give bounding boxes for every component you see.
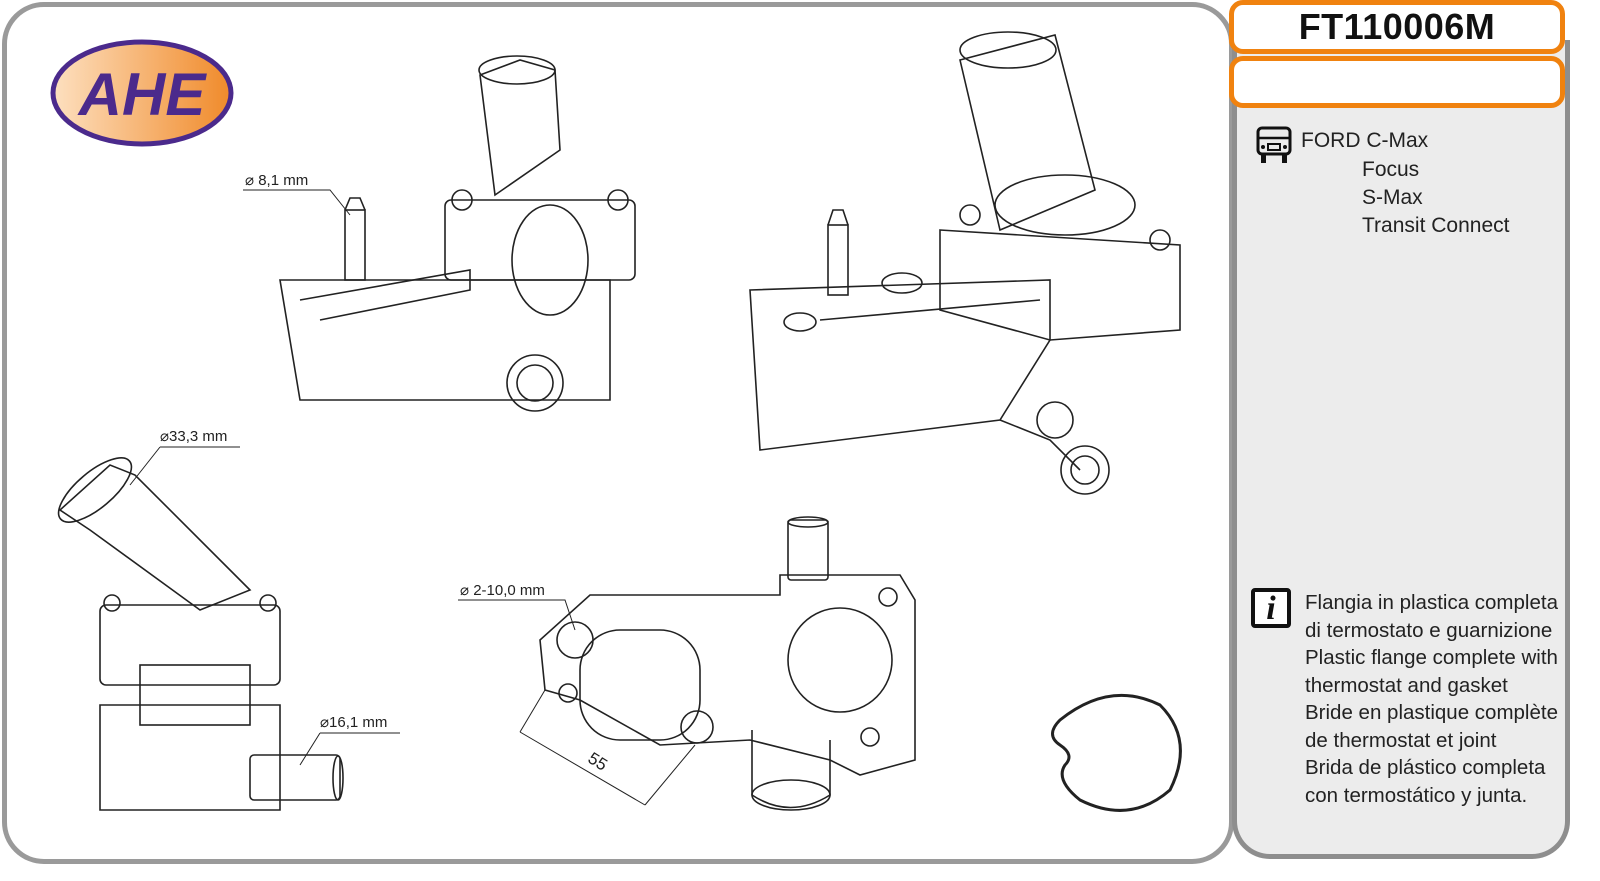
thermostat-front-view	[57, 457, 344, 811]
technical-drawings: AHE	[50, 31, 1182, 812]
dimension-label: ⌀ 2-10,0 mm	[460, 582, 545, 599]
dimension-label: ⌀ 8,1 mm	[245, 172, 309, 189]
vehicle-make: FORD C-Max	[1301, 129, 1429, 152]
description-line: Flangia in plastica completa	[1305, 591, 1558, 614]
thermostat-side-view	[279, 55, 636, 412]
vehicle-models: Focus S-Max Transit Connect	[1362, 156, 1509, 240]
vehicle-model: S-Max	[1362, 186, 1423, 209]
description-line: Bride en plastique complète	[1305, 701, 1558, 724]
gasket	[1051, 693, 1182, 812]
thermostat-isometric-view	[749, 31, 1181, 495]
svg-text:AHE: AHE	[77, 61, 208, 128]
description-line: thermostat and gasket	[1305, 673, 1508, 697]
thermostat-bottom-view	[519, 516, 916, 811]
description-line: Plastic flange complete with	[1305, 646, 1558, 669]
vehicle-model: Transit Connect	[1362, 214, 1510, 237]
info-icon: i	[1251, 588, 1291, 628]
description-line: con termostático y junta.	[1305, 783, 1528, 807]
secondary-code-box	[1229, 56, 1565, 108]
vehicle-model: Focus	[1362, 158, 1420, 181]
ahe-logo: AHE	[50, 39, 234, 147]
part-code: FT110006M	[1298, 6, 1496, 47]
truck-front-icon	[1256, 126, 1292, 163]
description-line: de thermostat et joint	[1305, 728, 1497, 752]
dimension-label: ⌀33,3 mm	[160, 428, 228, 445]
product-description: Flangia in plastica completa di termosta…	[1305, 589, 1558, 809]
drawing-panel	[2, 2, 1234, 864]
part-code-box: FT110006M	[1229, 0, 1565, 54]
description-line: Brida de plástico completa	[1305, 756, 1546, 779]
dimension-label: ⌀16,1 mm	[320, 714, 388, 731]
dimension-leaders	[129, 189, 576, 766]
description-line: di termostato e guarnizione	[1305, 618, 1553, 642]
info-panel	[1232, 40, 1570, 859]
